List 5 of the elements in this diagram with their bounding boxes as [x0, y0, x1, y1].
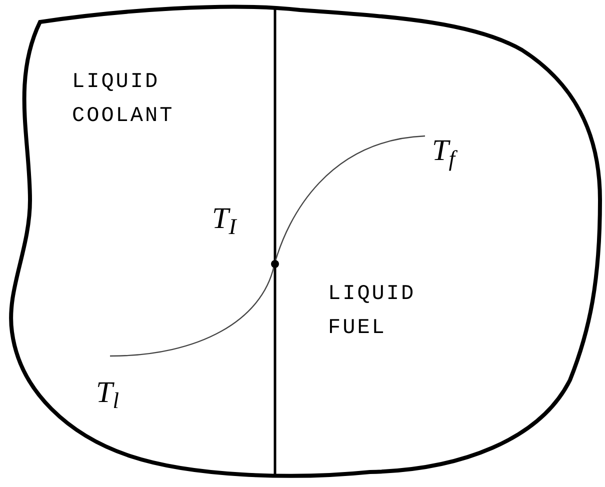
temperature-label: T$_{I}$ — [212, 201, 238, 241]
temperature-label: T$_{f}$ — [432, 128, 482, 173]
region-label: LIQUID COOLANT — [72, 70, 176, 130]
temperature-label: T$_{l}$ — [96, 375, 120, 415]
region-label: LIQUID FUEL — [328, 282, 417, 342]
